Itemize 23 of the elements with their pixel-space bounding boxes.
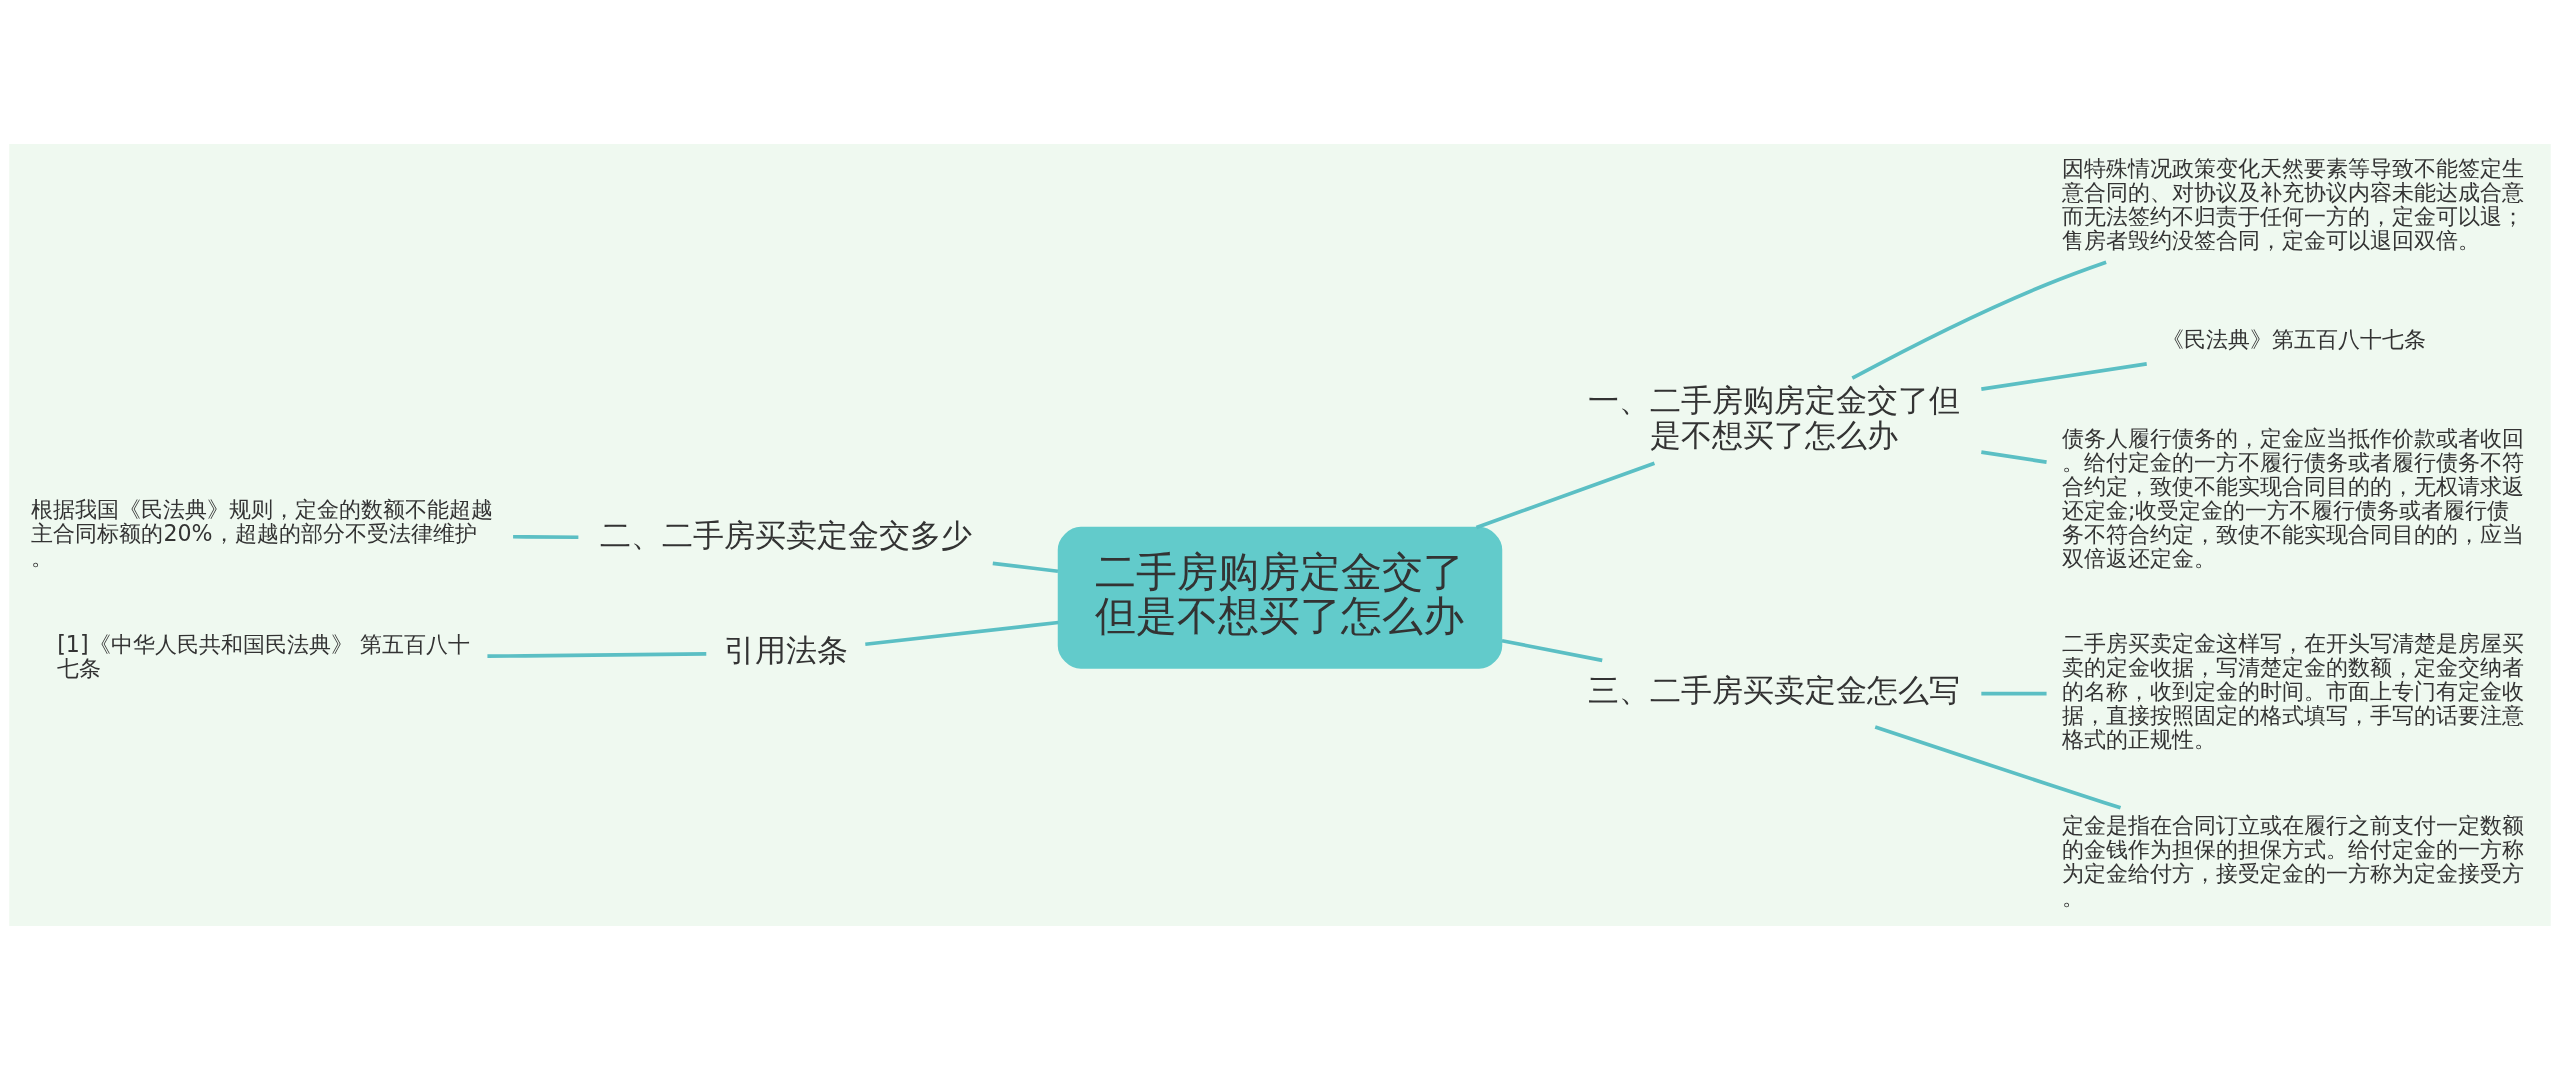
node-text: 定金是指在合同订立或在履行之前支付一定数额的金钱作为担保的担保方式。给付定金的一方称为定金给付方，接受定金的一方称为定金接受方。 xyxy=(2062,811,2524,910)
node-text: 《民法典》第五百八十七条 xyxy=(2161,325,2426,352)
connector xyxy=(1981,361,2147,391)
node-text: 根据我国《民法典》规则，定金的数额不能超越主合同标额的20%，超越的部分不受法律维护。 xyxy=(31,495,494,570)
node-box: 二手房购房定金交了但是不想买了怎么办 xyxy=(1057,526,1503,669)
node-text: [1]《中华人民共和国民法典》 第五百八十七条 xyxy=(57,630,470,681)
connector xyxy=(1501,638,1603,662)
connector xyxy=(513,534,579,539)
node-text: 二手房买卖定金这样写，在开头写清楚是房屋买卖的定金收据，写清楚定金的数额，定金交纳者的名称，收到定金的时间。市面上专门有定金收据，直接按照固定的格式填写，手写的话要注意格式的正规性。 xyxy=(2062,629,2524,752)
node-text: 二、二手房买卖定金交多少 xyxy=(599,516,972,553)
connector xyxy=(487,651,707,658)
connector xyxy=(992,561,1059,573)
node-text: 一、二手房购房定金交了但是不想买了怎么办 xyxy=(1588,381,1961,453)
node-text: 因特殊情况政策变化天然要素等导致不能签定生意合同的、对协议及补充协议内容未能达成合意而无法签约不归责于任何一方的，定金可以退；售房者毁约没签合同，定金可以退回双倍。 xyxy=(2062,154,2524,253)
node-text: 引用法条 xyxy=(723,631,848,668)
connector xyxy=(1475,461,1656,529)
connector xyxy=(1851,259,2107,380)
node-text: 债务人履行债务的，定金应当抵作价款或者收回。给付定金的一方不履行债务或者履行债务不符合约定，致使不能实现合同目的的，无权请求返还定金;收受定金的一方不履行债务或者履行债务不符合约定，致使不能实现合同目的的，应当双倍返还定金。 xyxy=(2062,424,2524,571)
connector xyxy=(1874,724,2122,810)
connector xyxy=(1981,691,2047,695)
node-text: 三、二手房买卖定金怎么写 xyxy=(1588,671,1961,708)
connector xyxy=(1981,449,2047,464)
connector xyxy=(865,620,1059,646)
